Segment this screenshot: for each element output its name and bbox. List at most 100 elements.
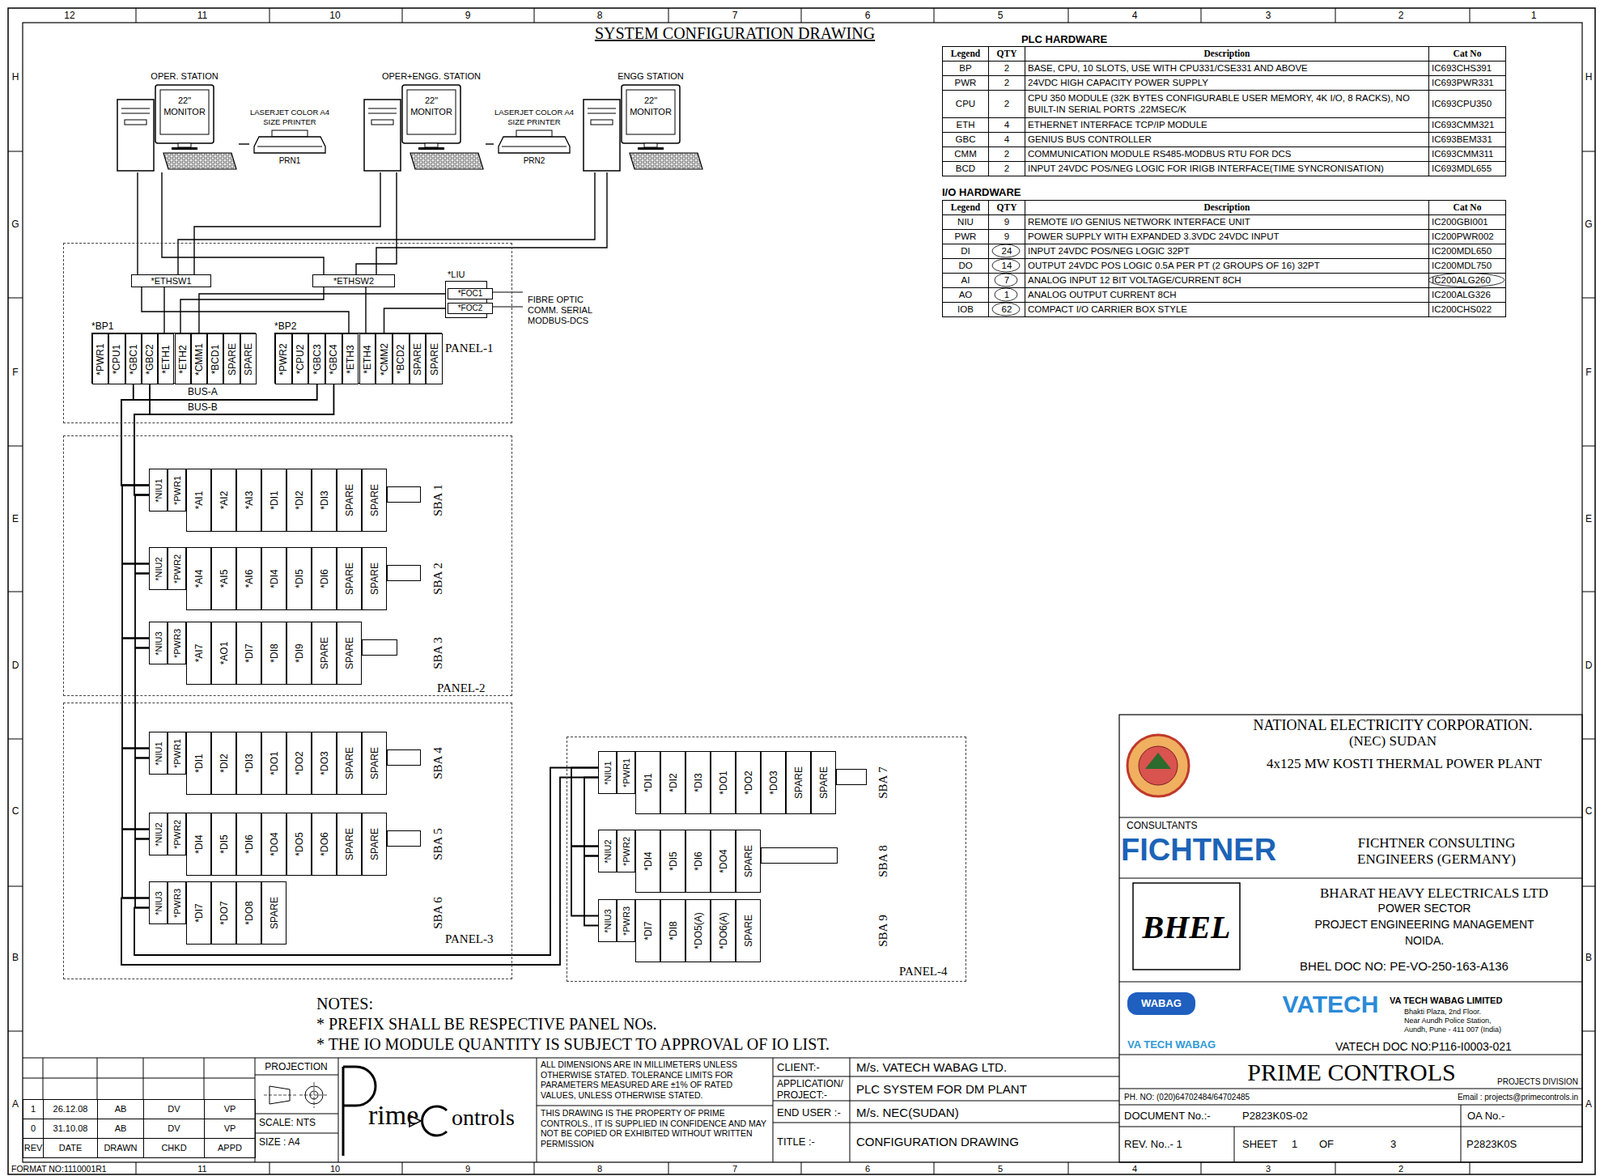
node-text: *NIU2 — [153, 556, 163, 581]
table-cell: Cat No — [1428, 46, 1507, 62]
table-cell: 26.12.08 — [42, 1099, 98, 1120]
node-text: PRN2 — [493, 156, 575, 166]
drawing-label: Email : projects@primecontrols.in — [1457, 1092, 1579, 1103]
io-module: SPARE — [735, 899, 761, 963]
node-text: *DI5 — [668, 851, 679, 871]
io-module: SPARE — [223, 333, 240, 385]
table-cell: IC200ALG326 — [1428, 287, 1507, 303]
workstation: ENGG STATION22" MONITOR — [579, 71, 705, 173]
drawing-label: C — [12, 805, 20, 817]
drawing-label: PRIME CONTROLS — [1247, 1057, 1456, 1087]
genius-bus-cable — [122, 564, 149, 649]
terminal-tab — [836, 768, 867, 786]
node-text: LASERJET COLOR A4 SIZE PRINTER — [249, 107, 331, 128]
drawing-label: CLIENT:- — [776, 1061, 820, 1074]
table-cell: DV — [143, 1099, 205, 1120]
node-text: *DO2 — [294, 751, 305, 775]
drawing-label: THIS DRAWING IS THE PROPERTY OF PRIME CO… — [540, 1107, 769, 1149]
table-cell: VP — [203, 1099, 256, 1120]
node-text: *DI9 — [294, 643, 305, 663]
io-module: SPARE — [810, 751, 837, 815]
io-module: SPARE — [336, 621, 362, 685]
node-text: *BP2 — [274, 320, 297, 332]
drawing-label: CONSULTANTS — [1126, 819, 1198, 832]
io-module: *NIU1 — [148, 731, 168, 775]
table-cell: IC693CHS391 — [1428, 60, 1507, 77]
table-cell: 31.10.08 — [42, 1118, 98, 1139]
io-module: *NIU3 — [598, 899, 617, 943]
drawing-label: M/s. NEC(SUDAN) — [856, 1105, 960, 1121]
node-text: SPARE — [369, 483, 380, 517]
table-cell: CMM — [942, 146, 989, 162]
drawing-label: B — [1585, 951, 1592, 964]
drawing-label: H — [1585, 71, 1593, 83]
io-module: *ETH3 — [342, 333, 360, 385]
node-text: SBA 9 — [877, 914, 890, 947]
io-module: *BCD1 — [207, 333, 224, 385]
drawing-label: (NEC) SUDAN — [1349, 733, 1437, 750]
table-cell: DV — [143, 1118, 205, 1139]
drawing-label: 11 — [197, 9, 208, 22]
cable-line — [134, 384, 150, 496]
io-rack: SBA 8*NIU2*PWR2*DI4*DI5*DI6*DO4SPARE — [598, 829, 761, 893]
node-text: *NIU3 — [602, 908, 612, 933]
terminal-tab — [386, 749, 421, 766]
io-module: SPARE — [336, 731, 362, 795]
io-module: *GBC2 — [141, 333, 158, 385]
network-cable — [164, 287, 166, 334]
table-cell: IC200ALG260 — [1428, 272, 1507, 289]
network-cable — [199, 293, 448, 334]
drawing-label: 6 — [865, 1163, 871, 1175]
io-module: *DO6(A) — [710, 899, 736, 963]
node-text: *DO1 — [718, 770, 729, 794]
drawing-label: E — [12, 513, 19, 525]
table-cell: 2 — [988, 146, 1026, 162]
workstation: OPER. STATION22" MONITOR — [113, 71, 239, 173]
io-rack: SBA 7*NIU1*PWR1*DI1*DI2*DI3*DO1*DO2*DO3S… — [598, 751, 837, 815]
io-module: *DI2 — [211, 731, 237, 795]
panel-enclosure: PANEL-1*ETHSW1*ETHSW2*LIU*FOC1*FOC2*BP1*… — [63, 242, 513, 424]
drawing-label: VA TECH WABAG — [1127, 1038, 1216, 1052]
drawing-label: ontrols — [451, 1103, 515, 1132]
io-module: *NIU2 — [148, 812, 168, 856]
node-text: *AI5 — [219, 569, 230, 589]
cable-line — [584, 856, 599, 926]
io-module: SPARE — [409, 333, 427, 385]
table-cell: Description — [1024, 199, 1430, 216]
io-module: *DI4 — [261, 547, 287, 611]
drawing-label: * THE IO MODULE QUANTITY IS SUBJECT TO A… — [316, 1034, 830, 1054]
drawing-label: NOIDA. — [1404, 933, 1444, 948]
drawing-label: 10 — [330, 1163, 340, 1175]
drawing-label: PLC SYSTEM FOR DM PLANT — [856, 1082, 1028, 1097]
drawing-label: NATIONAL ELECTRICITY CORPORATION. — [1252, 717, 1533, 735]
node-text: *DI5 — [294, 568, 305, 588]
table-cell: PWR — [942, 229, 989, 245]
node-text: SPARE — [227, 343, 238, 376]
io-module: SPARE — [336, 547, 362, 611]
node-text: *ETH3 — [345, 344, 356, 374]
drawing-label: 9 — [465, 1163, 471, 1175]
io-module: *NIU1 — [148, 468, 168, 512]
node-text: OPER. STATION — [113, 71, 256, 82]
io-module: *DO2 — [286, 731, 312, 795]
node-text: SPARE — [743, 844, 754, 878]
io-module: *NIU3 — [148, 881, 168, 925]
fibre-optic-converter: *FOC1 — [447, 288, 493, 300]
table-cell: POWER SUPPLY WITH EXPANDED 3.3VDC 24VDC … — [1024, 229, 1430, 245]
io-module: *DI8 — [660, 899, 686, 963]
io-module: *CPU1 — [108, 333, 125, 385]
io-module: *PWR2 — [275, 333, 293, 385]
io-module: SPARE — [361, 812, 387, 876]
io-module: *CPU2 — [292, 333, 310, 385]
printer: LASERJET COLOR A4 SIZE PRINTERPRN1 — [249, 107, 331, 169]
node-text: *DO2 — [743, 770, 754, 794]
node-text: *DI6 — [693, 851, 704, 871]
io-rack: SBA 3*NIU3*PWR3*AI7*AO1*DI7*DI8*DI9SPARE… — [148, 621, 362, 685]
drawing-label: * PREFIX SHALL BE RESPECTIVE PANEL NOs. — [316, 1014, 658, 1034]
drawing-label: VATECH DOC NO:P116-I0003-021 — [1335, 1039, 1512, 1054]
node-text: *ETH4 — [362, 344, 373, 374]
node-text: *PWR1 — [621, 757, 631, 787]
node-text: PANEL-2 — [437, 680, 485, 696]
table-cell: 4 — [988, 117, 1026, 133]
